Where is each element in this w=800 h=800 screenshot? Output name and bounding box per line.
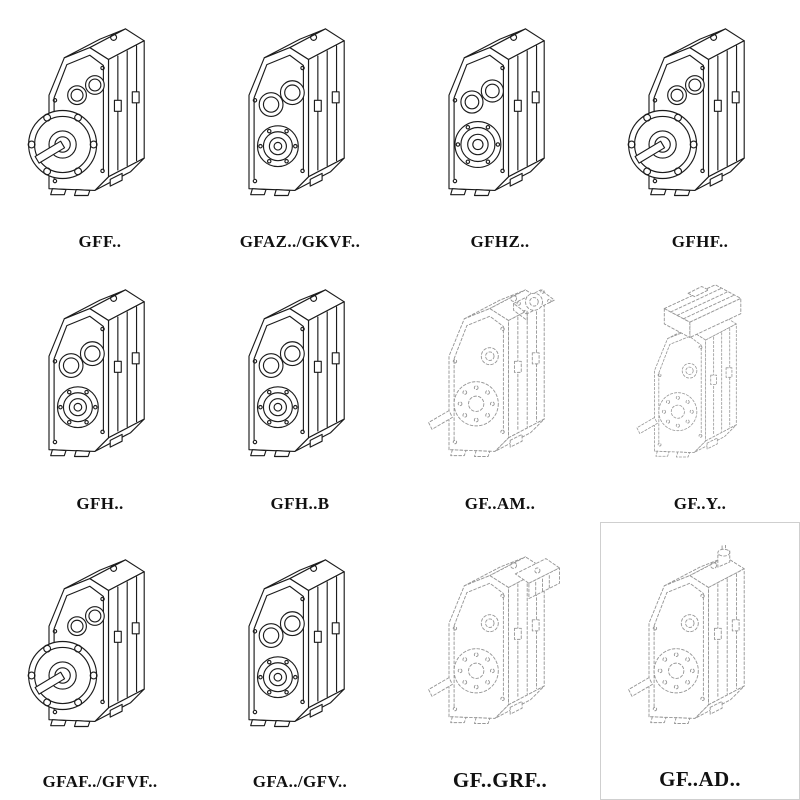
model-label: GFA../GFV.. [252,772,348,792]
gearbox-drawing [603,266,797,493]
gearbox-symbol-ref [429,557,560,724]
gearbox-drawing [203,266,397,493]
gearbox-drawing [203,6,397,231]
gearbox-symbol-ref [28,560,144,727]
gearbox-symbol-ref [249,290,344,457]
gearbox-symbol-ref [637,284,741,456]
gearbox-drawing [403,266,597,493]
gearbox-symbol-ref [629,545,745,724]
model-label: GFAF../GFVF.. [42,772,158,792]
gearbox-symbol-ref [628,29,744,196]
gearbox-drawing [403,6,597,231]
gearbox-symbol-ref [249,560,344,727]
model-label: GFH.. [76,494,124,514]
gearbox-isometric-drawing [410,545,590,749]
gearbox-isometric-drawing [210,278,390,482]
model-label: GFAZ../GKVF.. [239,232,361,252]
gearbox-drawing [203,528,397,771]
gearbox-symbol-ref [28,29,144,196]
gearbox-isometric-drawing [10,548,190,752]
model-label: GF..AM.. [464,494,536,514]
gearbox-drawing [604,529,796,766]
model-label: GFHZ.. [470,232,530,252]
cell-gfhf: GFHF.. [600,0,800,260]
gearbox-drawing [3,266,197,493]
model-label: GF..GRF.. [452,767,548,792]
cell-gfaf-gfvf: GFAF../GFVF.. [0,522,200,800]
gearbox-symbol-ref [249,29,344,196]
cell-gf-grf: GF..GRF.. [400,522,600,800]
gearbox-isometric-drawing [610,17,790,221]
cell-gf-am: GF..AM.. [400,260,600,522]
cell-gfh-b: GFH..B [200,260,400,522]
gearbox-isometric-drawing [210,17,390,221]
model-label: GFHF.. [671,232,729,252]
gearbox-symbol-ref [429,290,555,457]
gearbox-isometric-drawing [610,545,790,749]
cell-gff: GFF.. [0,0,200,260]
gearbox-isometric-drawing [610,278,790,482]
cell-gfa-gfv: GFA../GFV.. [200,522,400,800]
cell-gfh: GFH.. [0,260,200,522]
gearbox-drawing [403,528,597,767]
gearbox-drawing [3,6,197,231]
gearbox-symbol-ref [449,29,544,196]
gearbox-isometric-drawing [10,278,190,482]
gearbox-isometric-drawing [210,548,390,752]
gearbox-isometric-drawing [10,17,190,221]
model-label: GFF.. [78,232,122,252]
cell-gf-y: GF..Y.. [600,260,800,522]
gearbox-drawing [603,6,797,231]
cell-gf-ad: GF..AD.. [600,522,800,800]
model-label: GF..Y.. [673,494,727,514]
cell-gfhz: GFHZ.. [400,0,600,260]
cell-gfaz-gkvf: GFAZ../GKVF.. [200,0,400,260]
model-label: GF..AD.. [659,766,741,791]
gearbox-isometric-drawing [410,17,590,221]
gearbox-symbol-ref [49,290,144,457]
gearbox-drawing [3,528,197,771]
model-label: GFH..B [270,494,330,514]
gearbox-isometric-drawing [410,278,590,482]
